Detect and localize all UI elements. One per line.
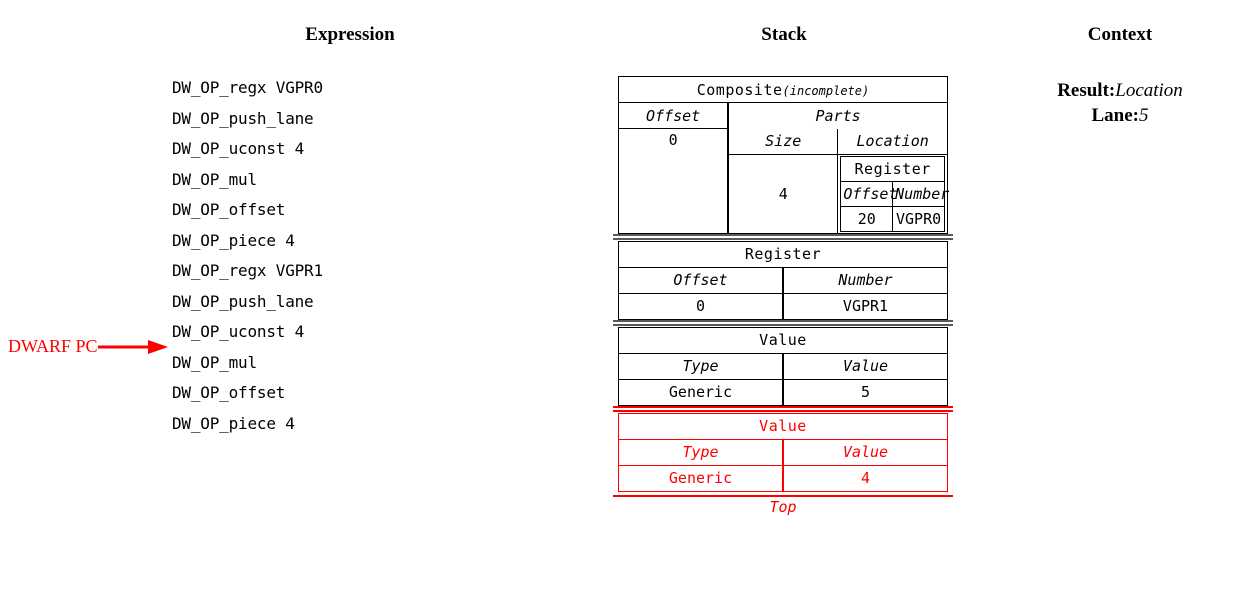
stack-container: Composite(incomplete) Offset Parts 0 Siz… <box>613 76 953 517</box>
stack-top-rule <box>613 494 953 497</box>
nested-register-header-number: Number <box>892 180 949 207</box>
value-header-value: Value <box>782 352 948 380</box>
composite-title-text: Composite <box>696 80 783 99</box>
composite-title: Composite(incomplete) <box>618 76 948 103</box>
value-value-cell: 5 <box>782 378 948 406</box>
stack-entry-register: Register Offset Number 0 VGPR1 <box>618 240 948 320</box>
context-value: 5 <box>1139 105 1149 126</box>
context-block: Result:Location Lane:5 <box>1000 78 1240 128</box>
value-type-cell-top: Generic <box>618 464 784 492</box>
column-heading-expression: Expression <box>305 24 395 45</box>
value-title-top: Value <box>618 412 948 440</box>
stack-separator <box>613 233 953 241</box>
column-heading-stack: Stack <box>761 24 807 45</box>
expression-line: DW_OP_offset <box>172 200 286 219</box>
value-header-type-top: Type <box>618 438 784 466</box>
column-heading-context: Context <box>1087 24 1153 45</box>
nested-register-header-offset: Offset <box>840 180 898 207</box>
expression-line: DW_OP_piece 4 <box>172 230 295 250</box>
composite-part-location: Register Offset Number 20 VGPR0 <box>837 153 949 233</box>
nested-register-title: Register <box>840 155 945 182</box>
composite-header-parts: Parts <box>727 102 949 129</box>
expression-line: DW_OP_mul <box>172 352 257 372</box>
stack-separator-top <box>613 405 953 413</box>
expression-line: DW_OP_push_lane <box>172 108 314 128</box>
expression-line: DW_OP_regx VGPR0 <box>172 78 323 97</box>
register-title: Register <box>618 240 948 268</box>
composite-header-location: Location <box>837 128 948 155</box>
composite-header-offset: Offset <box>618 102 730 129</box>
nested-register-table: Register Offset Number 20 VGPR0 <box>840 155 949 232</box>
value-title: Value <box>618 326 948 354</box>
value-header-value-top: Value <box>782 438 948 466</box>
register-offset-value: 0 <box>618 292 784 320</box>
dwarf-pc-marker: DWARF PC <box>8 336 170 357</box>
table-row: Generic 4 <box>618 464 948 492</box>
expression-line: DW_OP_piece 4 <box>172 413 295 433</box>
register-header-offset: Offset <box>618 266 784 294</box>
register-number-value: VGPR1 <box>782 292 948 320</box>
nested-register-number-value: VGPR0 <box>892 205 945 232</box>
stack-entry-value: Value Type Value Generic 5 <box>618 326 948 406</box>
stack-entry-composite: Composite(incomplete) Offset Parts 0 Siz… <box>618 76 949 234</box>
register-table: Register Offset Number 0 VGPR1 <box>618 240 948 320</box>
context-row-lane: Lane:5 <box>1000 103 1240 128</box>
composite-table: Composite(incomplete) Offset Parts 0 Siz… <box>618 76 949 234</box>
dwarf-pc-label: DWARF PC <box>8 336 98 356</box>
stack-top-label: Top <box>769 497 797 516</box>
expression-line: DW_OP_offset <box>172 383 286 402</box>
stack-entry-value-top: Value Type Value Generic 4 <box>618 412 948 492</box>
table-row: 0 VGPR1 <box>618 292 948 320</box>
nested-register-offset-value: 20 <box>840 205 894 232</box>
expression-list: DW_OP_regx VGPR0 DW_OP_push_lane DW_OP_u… <box>172 73 323 439</box>
table-row: Offset Parts <box>618 102 949 129</box>
table-row: Type Value <box>618 352 948 380</box>
context-key: Result: <box>1057 80 1116 101</box>
expression-line: DW_OP_regx VGPR1 <box>172 261 323 280</box>
table-row: Value <box>618 326 948 354</box>
table-row: Composite(incomplete) <box>618 76 948 103</box>
composite-offset-value: 0 <box>618 128 730 233</box>
table-row: Register <box>618 240 948 268</box>
value-header-type: Type <box>618 352 784 380</box>
stack-separator <box>613 319 953 327</box>
table-row: Offset Number <box>618 266 948 294</box>
value-value-cell-top: 4 <box>782 464 948 492</box>
register-header-number: Number <box>782 266 948 294</box>
composite-part-size: 4 <box>727 153 839 233</box>
expression-line: DW_OP_push_lane <box>172 291 314 311</box>
table-row: Type Value <box>618 438 948 466</box>
table-row: 20 VGPR0 <box>840 205 945 232</box>
context-value: Location <box>1115 80 1183 101</box>
value-table-top: Value Type Value Generic 4 <box>618 412 948 492</box>
table-row: Value <box>618 412 948 440</box>
table-row: 4 Register Offset Number <box>619 153 949 233</box>
composite-title-note: (incomplete) <box>782 83 870 98</box>
context-key: Lane: <box>1091 105 1140 126</box>
expression-line: DW_OP_mul <box>172 169 257 189</box>
table-row: Register <box>840 155 945 182</box>
value-type-cell: Generic <box>618 378 784 406</box>
arrow-right-icon <box>97 339 168 354</box>
table-row: Generic 5 <box>618 378 948 406</box>
composite-header-size: Size <box>727 128 839 155</box>
context-row-result: Result:Location <box>1000 78 1240 103</box>
expression-line: DW_OP_uconst 4 <box>172 322 305 341</box>
table-row: Offset Number <box>840 180 949 207</box>
value-table: Value Type Value Generic 5 <box>618 326 948 406</box>
expression-line: DW_OP_uconst 4 <box>172 139 305 158</box>
table-row: 0 Size Location <box>618 128 948 233</box>
